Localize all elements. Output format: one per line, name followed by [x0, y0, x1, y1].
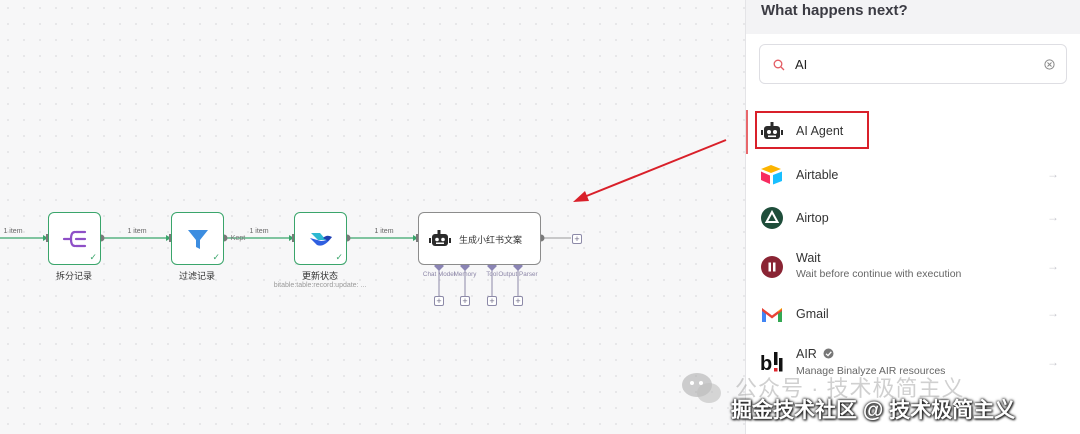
verified-badge-icon	[823, 348, 834, 359]
port-label-tool: Tool	[486, 271, 498, 278]
success-check-icon: ✓	[212, 252, 220, 262]
item-name: Wait	[796, 251, 821, 265]
airtop-icon	[761, 207, 783, 229]
list-item-airtop[interactable]: Airtop →	[746, 196, 1080, 238]
connection-label: 1 item	[3, 228, 23, 235]
list-item-air[interactable]: b AIR Manage Binalyze AIR resources →	[746, 342, 1080, 388]
node-update-status[interactable]: ✓	[294, 212, 347, 265]
node-label: 过滤记录	[178, 271, 216, 281]
node-creator-panel: What happens next? AI AI Agent	[745, 0, 1080, 434]
node-subtitle: bitable:table:record:update: ...	[273, 282, 367, 289]
panel-header: What happens next?	[746, 0, 1080, 34]
svg-text:b: b	[760, 353, 772, 374]
search-value: AI	[795, 57, 808, 72]
binalyze-icon: b	[760, 352, 783, 374]
item-name: AI Agent	[796, 124, 844, 138]
item-description: Manage Binalyze AIR resources	[796, 365, 946, 377]
success-check-icon: ✓	[335, 252, 343, 262]
arrow-right-icon: →	[1047, 306, 1059, 320]
port-label-memory: Memory	[453, 271, 477, 278]
success-check-icon: ✓	[89, 252, 97, 262]
list-item-ai-agent[interactable]: AI Agent	[746, 110, 1080, 152]
gmail-icon	[762, 308, 782, 322]
robot-icon	[429, 230, 451, 246]
active-item-indicator	[746, 110, 748, 154]
connections-layer	[0, 139, 727, 296]
node-label: 生成小红书文案	[459, 235, 523, 245]
list-item-wait[interactable]: Wait Wait before continue with execution…	[746, 246, 1080, 292]
arrow-right-icon: →	[1047, 210, 1059, 224]
search-input[interactable]: AI	[759, 44, 1067, 84]
item-description: Wait before continue with execution	[796, 268, 962, 280]
port-label-output-parser: Output Parser	[498, 271, 538, 278]
workflow-canvas[interactable]: 1 item 1 item 1 item 1 item Kept ✓ 拆分记录 …	[0, 0, 745, 434]
item-name: Airtable	[796, 168, 839, 182]
connection-label: 1 item	[127, 228, 147, 235]
node-ai-agent[interactable]: 生成小红书文案	[418, 212, 541, 265]
split-icon	[62, 230, 87, 248]
search-icon	[773, 59, 785, 71]
item-name: Airtop	[796, 211, 829, 225]
connection-label: 1 item	[374, 228, 394, 235]
list-item-airtable[interactable]: Airtable →	[746, 153, 1080, 195]
filter-icon	[188, 230, 208, 249]
add-output-parser-button[interactable]: +	[513, 296, 523, 306]
item-name: AIR	[796, 347, 817, 361]
robot-icon	[761, 122, 783, 139]
node-filter-records[interactable]: ✓	[171, 212, 224, 265]
kept-output-label: Kept	[230, 235, 246, 242]
node-label: 拆分记录	[55, 271, 93, 281]
lark-icon	[310, 233, 332, 246]
clear-icon[interactable]	[1044, 59, 1055, 70]
add-memory-button[interactable]: +	[460, 296, 470, 306]
highlight-annotation-box	[755, 111, 869, 149]
connection-label: 1 item	[249, 228, 269, 235]
list-item-gmail[interactable]: Gmail →	[746, 292, 1080, 334]
node-label: 更新状态	[301, 271, 339, 281]
add-chat-model-button[interactable]: +	[434, 296, 444, 306]
watermark-line-2: 掘金技术社区 @ 技术极简主义	[731, 399, 1016, 422]
port-label-chat-model: Chat Model	[422, 271, 456, 278]
airtable-icon	[761, 165, 782, 185]
arrow-right-icon: →	[1047, 259, 1059, 273]
panel-title: What happens next?	[761, 2, 908, 19]
node-split-records[interactable]: ✓	[48, 212, 101, 265]
item-name: Gmail	[796, 307, 829, 321]
arrow-right-icon: →	[1047, 355, 1059, 369]
watermark-line-1: 公众号 · 技术极简主义	[735, 376, 965, 401]
add-output-button[interactable]: +	[572, 234, 582, 244]
pause-icon	[761, 256, 783, 278]
wechat-icon	[682, 373, 721, 403]
add-tool-button[interactable]: +	[487, 296, 497, 306]
arrow-right-icon: →	[1047, 167, 1059, 181]
